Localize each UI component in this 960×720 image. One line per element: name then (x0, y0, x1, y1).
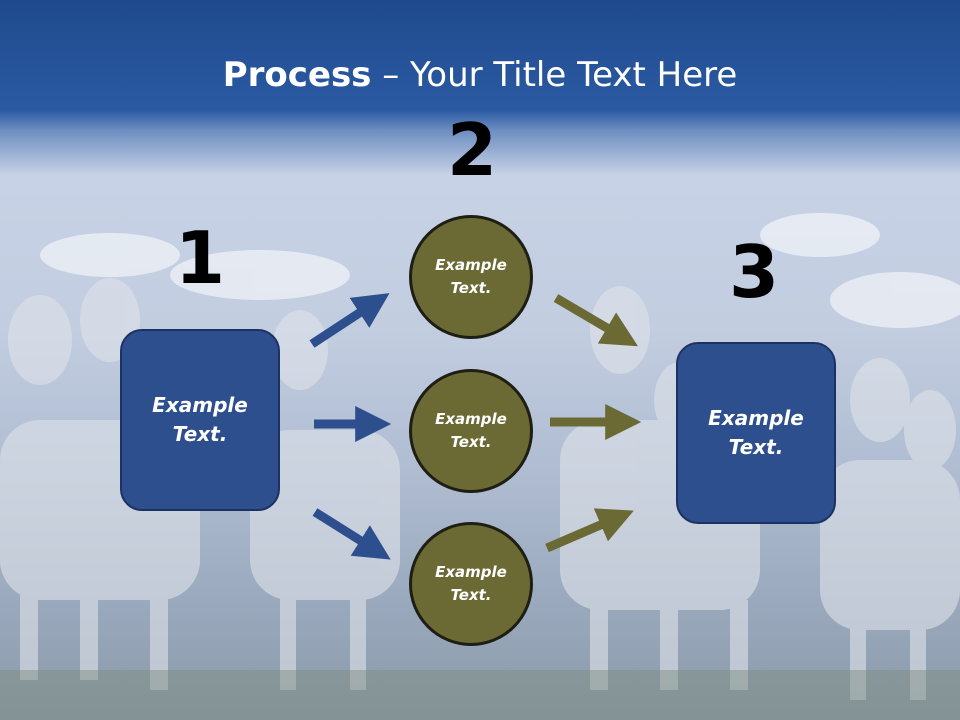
step1-box[interactable]: Example Text. (120, 329, 280, 511)
step2-circle-bottom[interactable]: Example Text. (409, 522, 533, 646)
step2-circle-middle[interactable]: Example Text. (409, 369, 533, 493)
title-regular-part: – Your Title Text Here (371, 55, 738, 95)
circle-middle-text: Example Text. (435, 410, 507, 451)
circle-bottom-text: Example Text. (435, 563, 507, 604)
arrow-circle1-to-box3 (553, 294, 638, 347)
arrow-box1-to-circle3 (312, 508, 391, 560)
step-number-1: 1 (174, 216, 226, 300)
step2-circle-top[interactable]: Example Text. (409, 215, 533, 339)
step-number-3: 3 (728, 230, 780, 314)
step1-box-text: Example Text. (152, 393, 248, 446)
slide-title: Process – Your Title Text Here (0, 52, 960, 98)
title-bold-part: Process (222, 55, 372, 95)
arrow-circle3-to-box3 (545, 508, 634, 553)
circle-top-text: Example Text. (435, 256, 507, 297)
step-number-2: 2 (446, 108, 498, 192)
step3-box-text: Example Text. (708, 406, 804, 459)
step3-box[interactable]: Example Text. (676, 342, 836, 524)
arrow-box1-to-circle1 (309, 293, 390, 348)
